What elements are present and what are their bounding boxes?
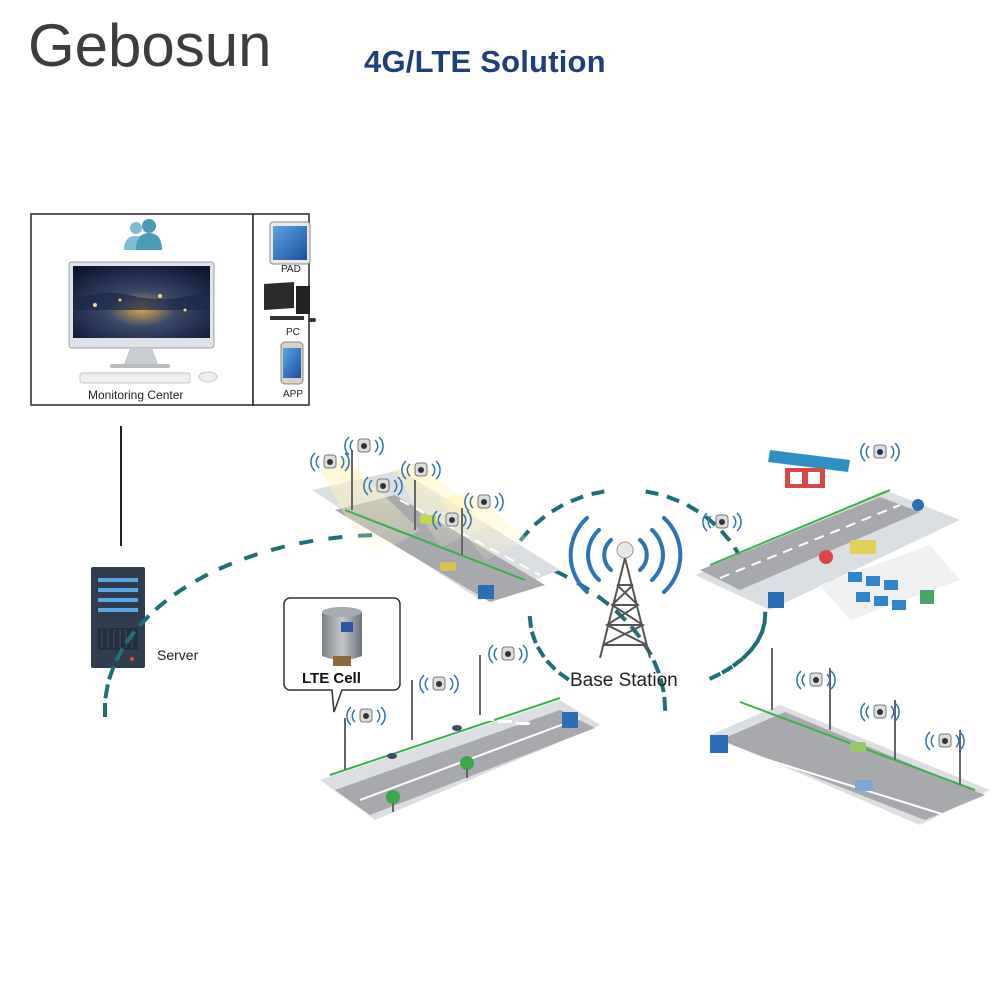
gas-station-icon: [768, 450, 850, 488]
signal-arc-dash: [124, 630, 137, 645]
base-station-label: Base Station: [570, 670, 678, 691]
signal-arc-dash: [243, 552, 259, 561]
signal-arc-dash: [545, 659, 557, 671]
signal-arc-dash: [107, 665, 116, 681]
users-icon: [124, 219, 162, 250]
camera-icon: [419, 674, 459, 694]
signal-arc-dash: [719, 529, 732, 543]
smartphone-icon: [280, 341, 304, 385]
signal-arc-dash: [114, 647, 125, 662]
signal-arc-dash: [154, 599, 168, 612]
logo-wordmark: Gebosun: [28, 12, 272, 78]
tablet-icon: [269, 221, 311, 265]
signal-arc-dash: [137, 614, 151, 628]
signal-arc-dash: [596, 594, 610, 607]
page-title: 4G/LTE Solution: [364, 44, 606, 79]
server-rack-icon: [91, 567, 145, 668]
signal-arc-dash: [759, 620, 767, 634]
signal-arc-dash: [533, 514, 546, 527]
street-scene-road-left: [320, 655, 600, 820]
lte-cell-label: LTE Cell: [302, 670, 361, 687]
device-label-pad: PAD: [281, 264, 301, 275]
signal-arc-dash: [218, 561, 233, 571]
lte-cell-callout: [283, 597, 401, 713]
camera-icon: [346, 706, 386, 726]
signal-arc-dash: [720, 664, 734, 675]
street-scene-parking: [695, 450, 960, 620]
camera-icon: [310, 452, 350, 472]
signal-arc-dash: [629, 625, 642, 639]
signal-arc-dash: [557, 671, 570, 682]
signal-arc-dash: [298, 538, 314, 546]
cell-tower-icon: [568, 516, 683, 659]
street-scene-lighting: [312, 450, 560, 602]
desktop-pc-icon: [264, 282, 316, 322]
monitor-icon: [68, 261, 218, 384]
camera-icon: [344, 436, 384, 456]
signal-arc-dash: [662, 696, 668, 712]
camera-icon: [925, 731, 965, 751]
street-scene-road-right: [710, 648, 990, 825]
signal-arc-dash: [570, 494, 584, 504]
server-label: Server: [157, 647, 199, 663]
signal-arc-dash: [704, 514, 717, 527]
signal-arc-dash: [550, 503, 565, 514]
camera-icon: [401, 460, 441, 480]
device-label-pc: PC: [286, 327, 300, 338]
camera-icon: [860, 702, 900, 722]
signal-arc-dash: [749, 639, 760, 652]
camera-icon: [860, 442, 900, 462]
signal-arc-dash: [731, 657, 744, 668]
signal-arc-dash: [591, 489, 605, 496]
camera-icon: [488, 644, 528, 664]
signal-arc-dash: [685, 503, 700, 514]
camera-icon: [464, 492, 504, 512]
signal-arc-dash: [708, 671, 722, 681]
signal-arc-dash: [645, 489, 659, 496]
signal-arc-dash: [328, 535, 343, 541]
signal-arc-dash: [741, 648, 753, 661]
signal-arc-dash: [666, 494, 680, 504]
monitoring-center-panel: [30, 213, 316, 406]
signal-arc-dash: [103, 684, 110, 699]
signal-arc-dash: [755, 630, 765, 643]
signal-arc-dash: [529, 631, 538, 644]
camera-icon: [796, 670, 836, 690]
signal-arc-dash: [651, 659, 661, 675]
signal-arc-dash: [194, 572, 209, 583]
signal-arc-dash: [553, 568, 569, 579]
camera-icon: [702, 512, 742, 532]
signal-arc-dash: [658, 677, 666, 693]
camera-icon: [363, 476, 403, 496]
device-label-app: APP: [283, 389, 304, 400]
signal-arc-dash: [270, 544, 286, 553]
camera-nodes: [310, 436, 965, 751]
monitoring-center-label: Monitoring Center: [88, 388, 184, 402]
brand-logo: Gebosun: [26, 8, 286, 79]
signal-arc-dash: [527, 615, 533, 629]
signal-arc-dash: [173, 585, 188, 597]
signal-arc-dash: [535, 645, 546, 659]
camera-icon: [432, 510, 472, 530]
lte-cell-device-icon: [322, 607, 362, 666]
